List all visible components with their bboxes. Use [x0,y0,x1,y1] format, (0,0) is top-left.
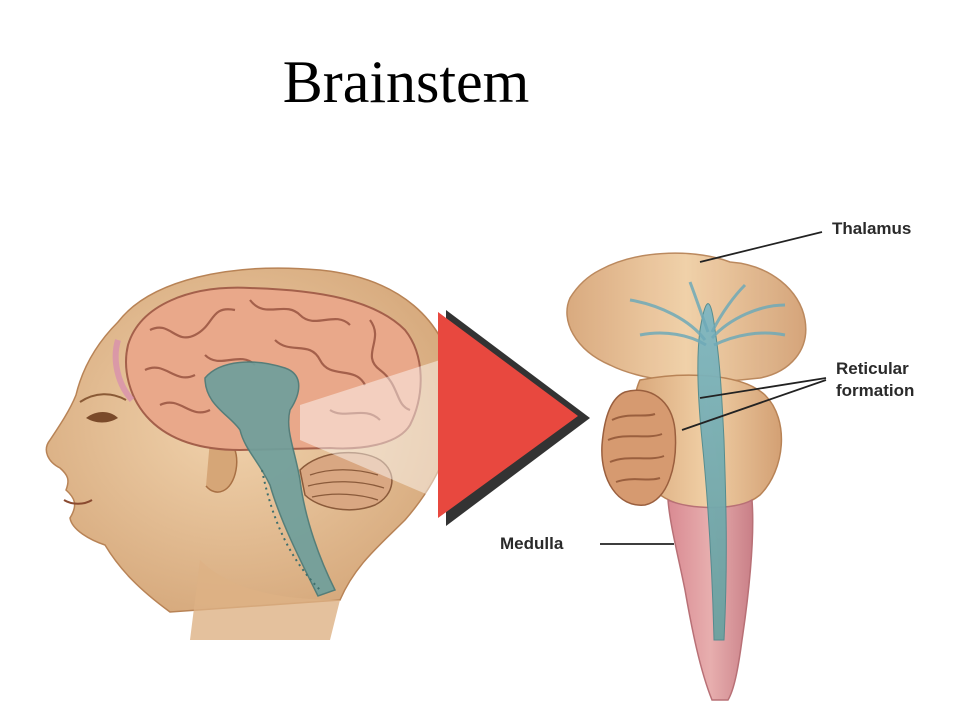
medulla [667,498,754,701]
label-thalamus: Thalamus [699,219,911,263]
reticular-tract [697,303,727,641]
reticular-leader-line-1 [699,377,827,399]
label-reticular-formation: Reticular formation [681,359,914,431]
thalamus-label: Thalamus [832,219,911,238]
reticular-label-line1: Reticular [836,359,909,378]
thalamus-leader-line [699,231,823,263]
zoom-beam [300,360,440,500]
arrow-body [438,312,578,518]
neck [190,560,340,640]
isolated-brainstem-illustration [566,252,807,701]
medulla-label: Medulla [500,534,564,553]
reticular-leader-line-2 [681,379,827,431]
cerebellum-folds [307,469,385,501]
tract-fibers [629,281,786,347]
head-brainstem [204,361,337,597]
eye-icon [86,412,118,423]
mouth [63,499,93,505]
thalamus-lobes [566,252,807,384]
eyebrow [79,393,127,403]
slide-title: Brainstem [282,49,530,115]
stem-cerebellum-folds [607,413,665,483]
red-arrow-icon [438,310,590,526]
reticular-label-line2: formation [836,381,914,400]
cortex-folds [144,299,411,421]
pink-edge [112,339,135,403]
stem-cerebellum [601,389,677,506]
label-medulla: Medulla [500,534,674,553]
